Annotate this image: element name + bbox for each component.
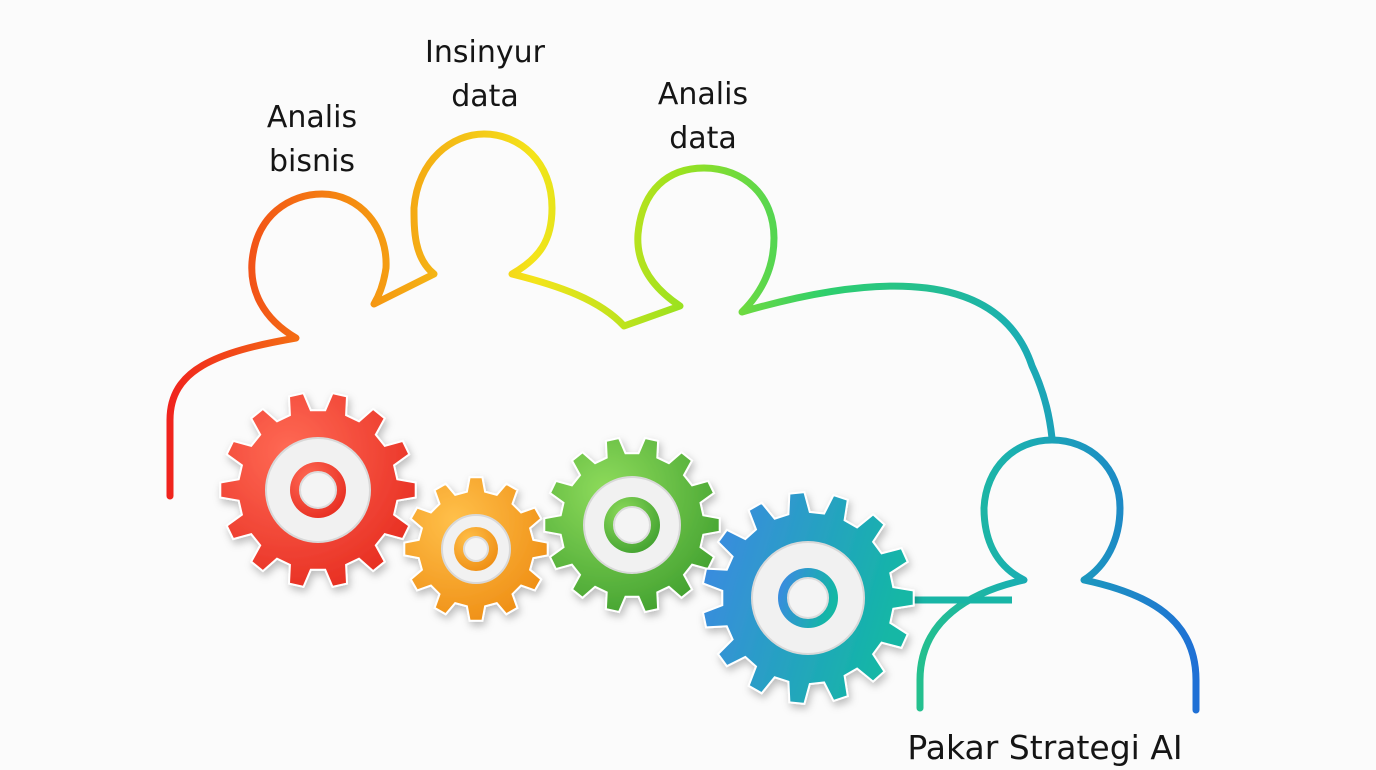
label-data-engineer: Insinyur data: [425, 35, 545, 114]
team-silhouette-outline: [166, 130, 1056, 500]
label-data-analyst: Analis data: [657, 77, 749, 156]
gear-axle-hole: [299, 471, 337, 509]
gear-red-icon: [219, 391, 417, 589]
gear-axle-hole: [463, 536, 489, 562]
gear-axle-hole: [787, 577, 829, 619]
gear-green-icon: [543, 436, 721, 614]
gear-teal-blue-icon: [701, 491, 915, 705]
label-ai-strategist: Pakar Strategi AI: [907, 728, 1183, 767]
gear-axle-hole: [613, 506, 651, 544]
label-business-analyst: Analis bisnis: [266, 100, 358, 179]
gear-orange-icon: [403, 476, 549, 622]
ai-strategist-outline: [916, 436, 1200, 714]
